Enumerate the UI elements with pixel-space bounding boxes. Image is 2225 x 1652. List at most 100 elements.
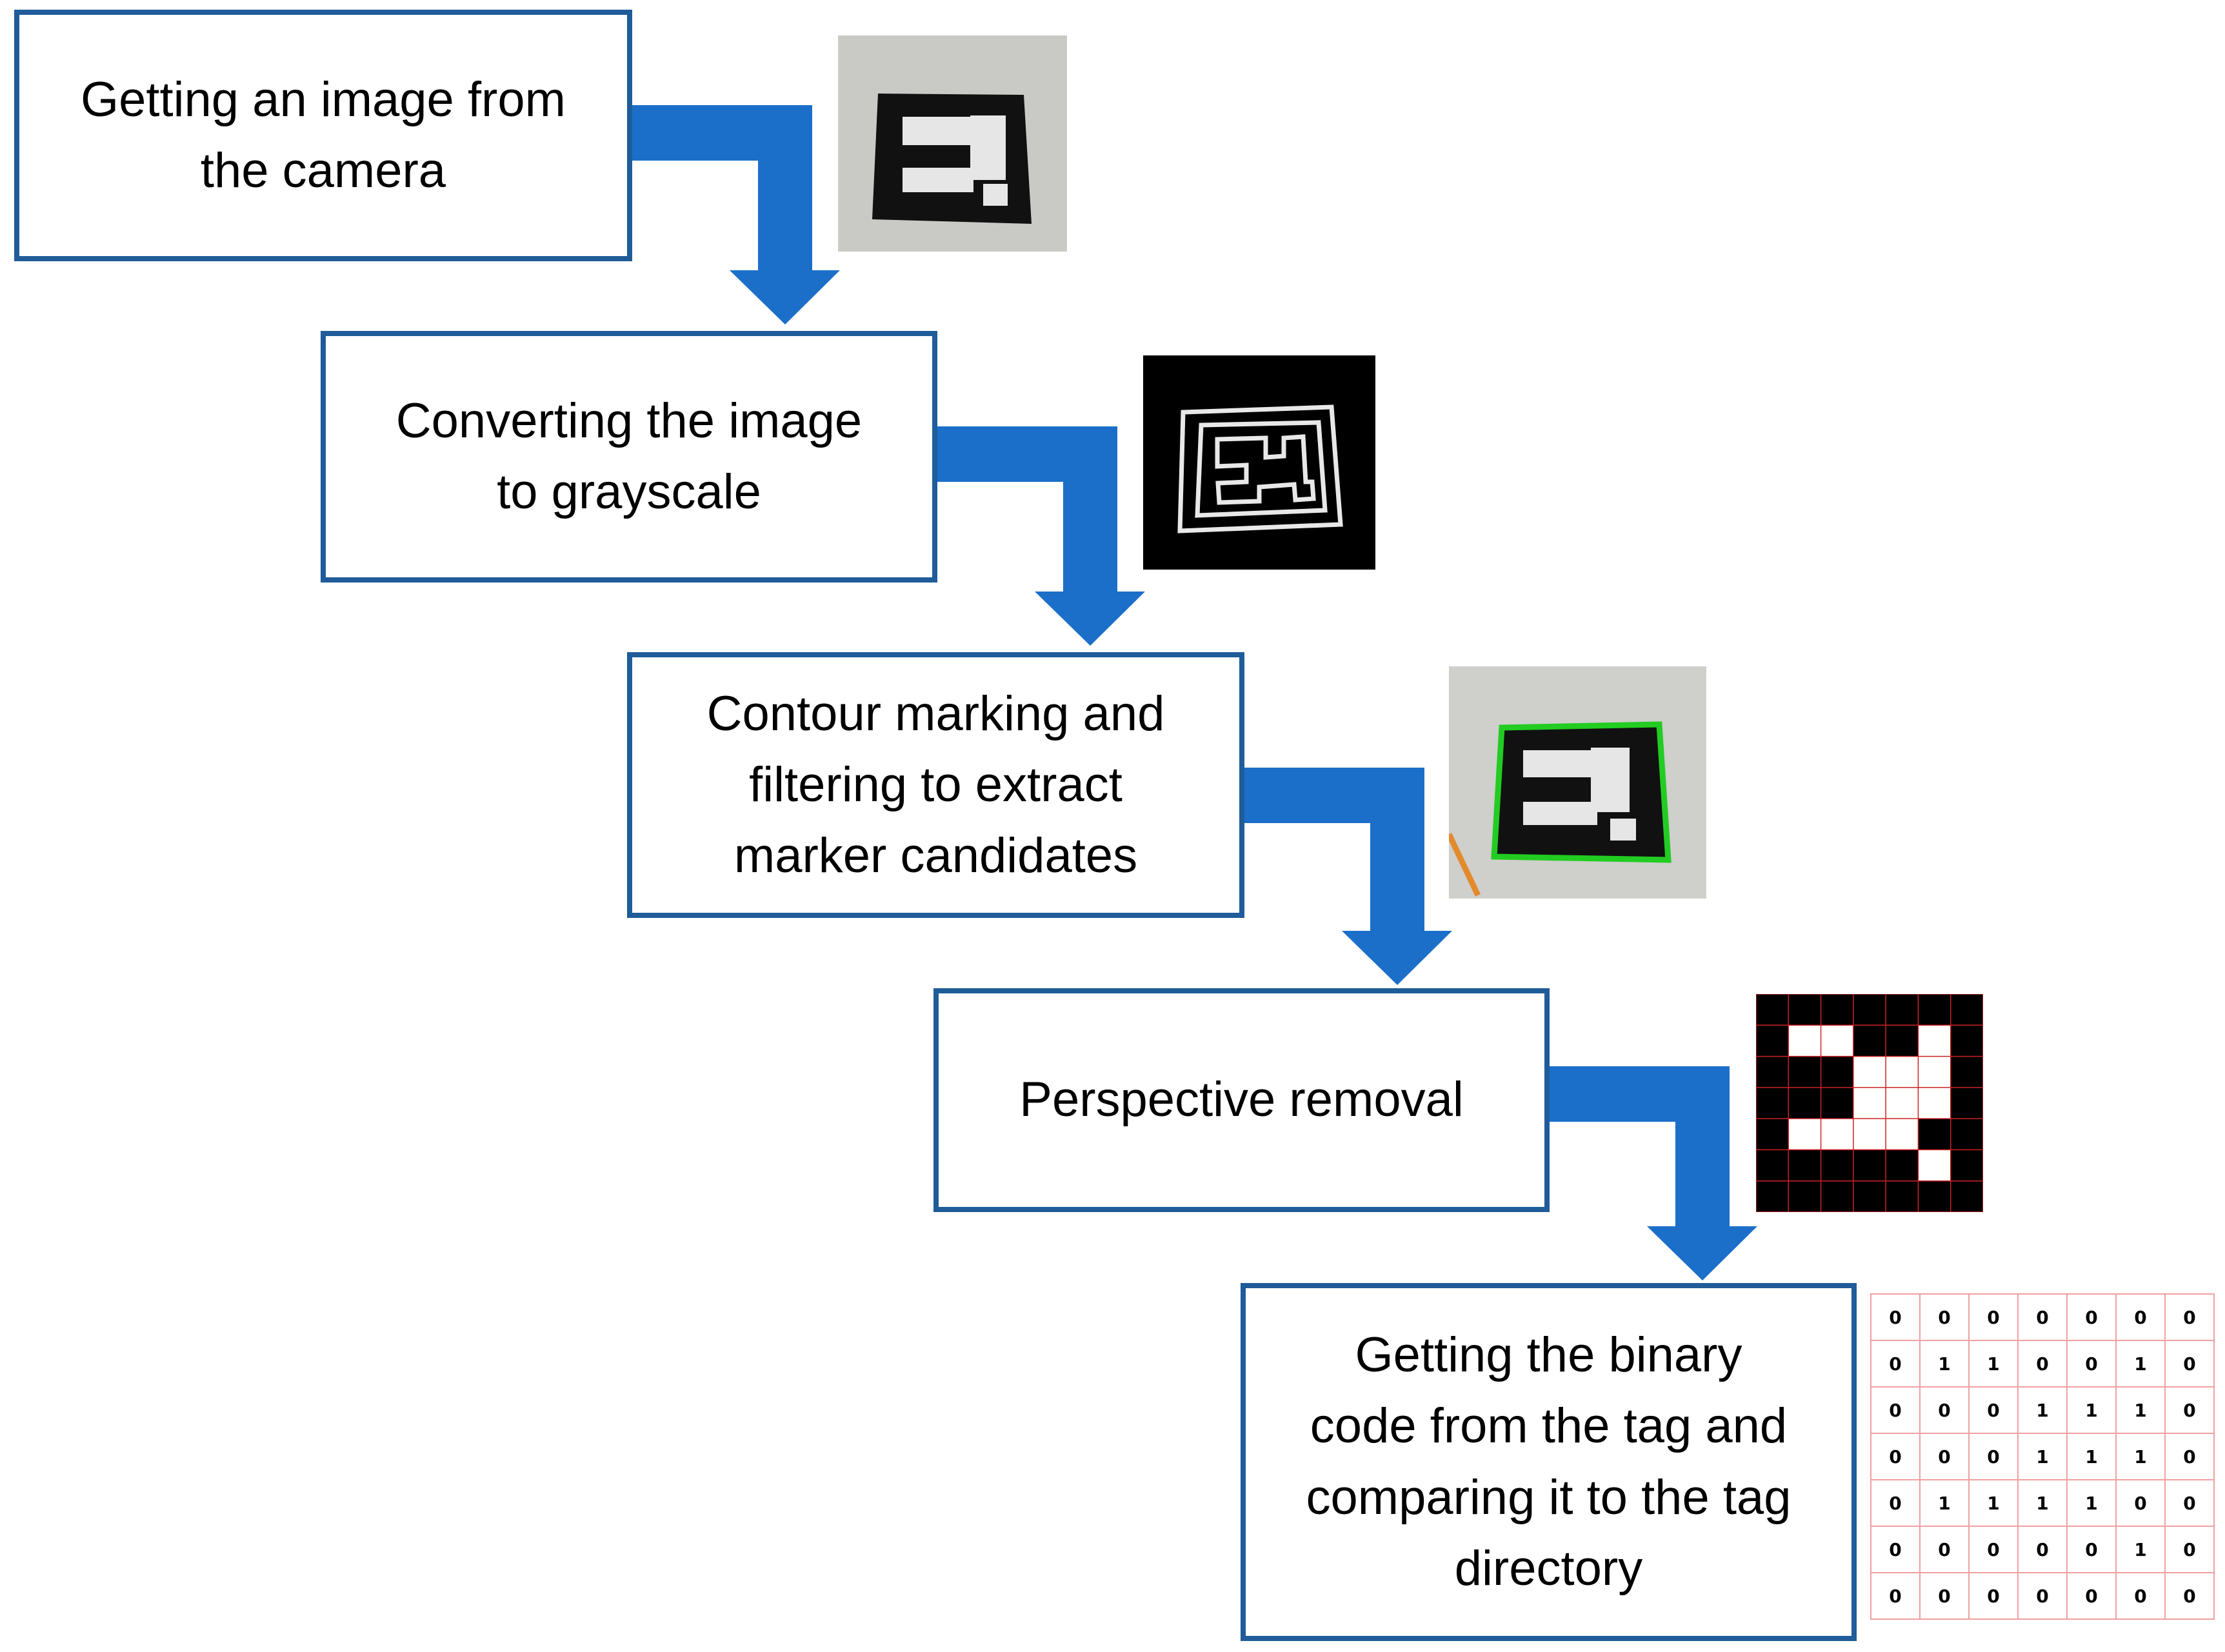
code-cell: 0	[2066, 1340, 2117, 1388]
code-cell: 0	[1870, 1479, 1921, 1527]
code-cell: 0	[2164, 1293, 2215, 1341]
code-cell: 0	[1968, 1433, 2019, 1480]
code-cell: 0	[2017, 1526, 2068, 1573]
marker-grid-cell	[1756, 1056, 1789, 1088]
code-cell: 1	[1968, 1479, 2019, 1527]
code-cell: 1	[2066, 1433, 2117, 1480]
code-cell: 0	[2164, 1386, 2215, 1434]
code-cell: 0	[1870, 1293, 1921, 1341]
code-cell: 0	[2164, 1572, 2215, 1620]
marker-grid-cell	[1950, 1180, 1983, 1212]
marker-grid-cell	[1886, 1056, 1919, 1088]
marker-grid-cell	[1950, 1119, 1983, 1150]
code-cell: 0	[1919, 1572, 1970, 1620]
flow-arrow	[1550, 1066, 1757, 1280]
code-cell: 0	[2115, 1479, 2166, 1527]
code-cell: 0	[2115, 1293, 2166, 1341]
code-cell: 0	[2164, 1433, 2215, 1480]
marker-grid-cell	[1886, 994, 1919, 1026]
marker-grid-cell	[1886, 1087, 1919, 1119]
code-cell: 0	[1919, 1526, 1970, 1573]
code-cell: 0	[1870, 1433, 1921, 1480]
marker-grid-cell	[1886, 1119, 1919, 1150]
marker-grid-cell	[1821, 1087, 1853, 1119]
marker-grid-cell	[1756, 1087, 1789, 1119]
grayscale-image-thumbnail	[1143, 355, 1375, 570]
marker-grid-cell	[1756, 994, 1789, 1026]
contour-image-thumbnail	[1449, 666, 1706, 899]
marker-grid-cell	[1788, 1119, 1821, 1150]
marker-grid-cell	[1788, 994, 1821, 1026]
code-cell: 1	[2066, 1479, 2117, 1527]
code-cell: 0	[2017, 1572, 2068, 1620]
flow-arrow	[1244, 768, 1452, 985]
code-cell: 0	[2164, 1340, 2215, 1388]
code-cell: 1	[2017, 1433, 2068, 1480]
marker-grid-cell	[1821, 1180, 1853, 1212]
marker-grid-cell	[1918, 1149, 1951, 1181]
code-cell: 0	[1968, 1293, 2019, 1341]
code-cell: 0	[1919, 1293, 1970, 1341]
marker-grid-cell	[1756, 1025, 1789, 1057]
marker-grid-cell	[1950, 994, 1983, 1026]
marker-grid-cell	[1788, 1087, 1821, 1119]
code-cell: 1	[2115, 1526, 2166, 1573]
marker-grid-cell	[1788, 1025, 1821, 1057]
code-cell: 0	[1968, 1572, 2019, 1620]
camera-image-thumbnail	[838, 35, 1067, 252]
code-cell: 0	[2017, 1293, 2068, 1341]
code-cell: 0	[1968, 1386, 2019, 1434]
code-cell: 1	[2017, 1479, 2068, 1527]
code-cell: 0	[1870, 1340, 1921, 1388]
code-cell: 1	[2115, 1433, 2166, 1480]
code-cell: 1	[1919, 1340, 1970, 1388]
marker-grid-cell	[1918, 1180, 1951, 1212]
code-cell: 0	[2066, 1526, 2117, 1573]
marker-grid-cell	[1853, 1180, 1886, 1212]
marker-grid-cell	[1950, 1087, 1983, 1119]
marker-grid-cell	[1821, 994, 1853, 1026]
marker-grid-cell	[1950, 1056, 1983, 1088]
code-cell: 1	[2017, 1386, 2068, 1434]
marker-grid-cell	[1853, 1149, 1886, 1181]
code-cell: 0	[2164, 1526, 2215, 1573]
marker-grid-cell	[1950, 1149, 1983, 1181]
marker-grid-thumbnail	[1756, 994, 1983, 1212]
marker-grid-cell	[1853, 1087, 1886, 1119]
step-get-image: Getting an image from the camera	[14, 10, 632, 261]
marker-grid-cell	[1853, 994, 1886, 1026]
code-cell: 0	[1870, 1526, 1921, 1573]
marker-grid-cell	[1788, 1056, 1821, 1088]
step-grayscale: Converting the image to grayscale	[321, 331, 937, 582]
code-cell: 1	[1968, 1340, 2019, 1388]
code-cell: 0	[2017, 1340, 2068, 1388]
code-cell: 1	[2066, 1386, 2117, 1434]
marker-grid-cell	[1886, 1149, 1919, 1181]
marker-grid-cell	[1756, 1180, 1789, 1212]
marker-grid-cell	[1918, 1056, 1951, 1088]
marker-grid-cell	[1886, 1180, 1919, 1212]
marker-grid-cell	[1918, 1087, 1951, 1119]
marker-grid-cell	[1756, 1119, 1789, 1150]
code-cell: 0	[1870, 1386, 1921, 1434]
marker-grid-cell	[1821, 1119, 1853, 1150]
marker-grid-cell	[1821, 1149, 1853, 1181]
flow-arrow	[632, 105, 840, 324]
marker-grid-cell	[1853, 1025, 1886, 1057]
marker-grid-cell	[1821, 1056, 1853, 1088]
marker-grid-cell	[1950, 1025, 1983, 1057]
code-cell: 1	[2115, 1386, 2166, 1434]
code-cell: 0	[1919, 1386, 1970, 1434]
marker-grid-cell	[1853, 1056, 1886, 1088]
code-cell: 0	[1919, 1433, 1970, 1480]
marker-grid-cell	[1788, 1180, 1821, 1212]
step-contour-marking: Contour marking and filtering to extract…	[627, 652, 1244, 918]
